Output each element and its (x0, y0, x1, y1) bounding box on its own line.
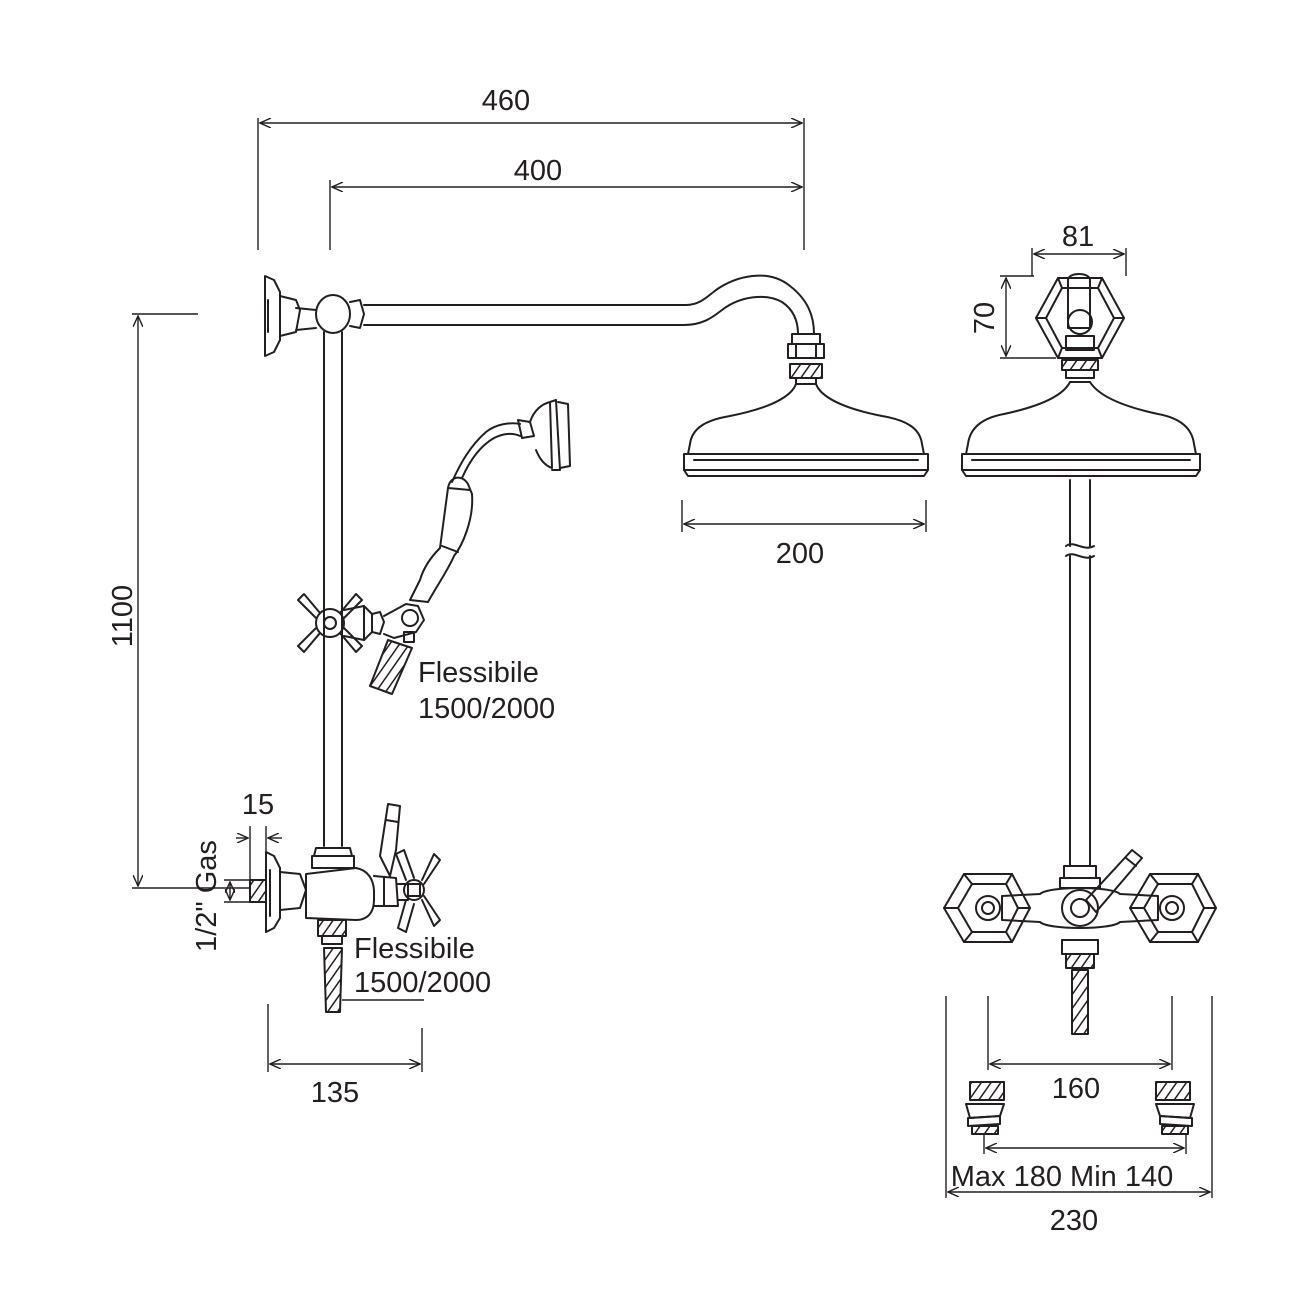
dim-160-label: 160 (1052, 1073, 1100, 1105)
hose-upper-label-1: Flessibile (418, 657, 539, 689)
side-view (249, 274, 929, 1013)
dim-70-label: 70 (969, 302, 1001, 334)
dim-460-label: 460 (482, 85, 530, 117)
dim-400-label: 400 (514, 155, 562, 187)
rain-head-side (687, 383, 925, 455)
dim-maxmin-label: Max 180 Min 140 (951, 1161, 1173, 1193)
front-view (943, 273, 1217, 1135)
head-connector-front (1035, 273, 1125, 379)
hose-lower (323, 947, 343, 1013)
thermostatic-mixer-side (249, 803, 441, 1013)
swivel-joint (315, 294, 351, 334)
eccentric-connector-right (1155, 1081, 1195, 1135)
hose-upper (369, 639, 413, 695)
eccentric-connector-left (965, 1081, 1005, 1135)
slider-cross-handle (297, 593, 385, 653)
wall-flange-top (264, 275, 281, 357)
hose-upper-label-2: 1500/2000 (418, 693, 555, 725)
hose-lower-label-2: 1500/2000 (354, 967, 491, 999)
dim-81-label: 81 (1062, 221, 1094, 253)
dim-15-label: 15 (242, 789, 274, 821)
dim-1100-label: 1100 (107, 585, 139, 647)
dim-135-label: 135 (311, 1077, 359, 1109)
hose-front (1071, 969, 1089, 1035)
rain-head-front (965, 381, 1197, 455)
thermostatic-mixer-front (943, 849, 1217, 1035)
dim-200-label: 200 (776, 538, 824, 570)
dim-gas-label: 1/2" Gas (191, 840, 223, 952)
dim-230-label: 230 (1050, 1205, 1098, 1237)
hose-lower-label-1: Flessibile (354, 933, 475, 965)
hand-shower (409, 399, 571, 603)
shower-arm (363, 274, 815, 335)
